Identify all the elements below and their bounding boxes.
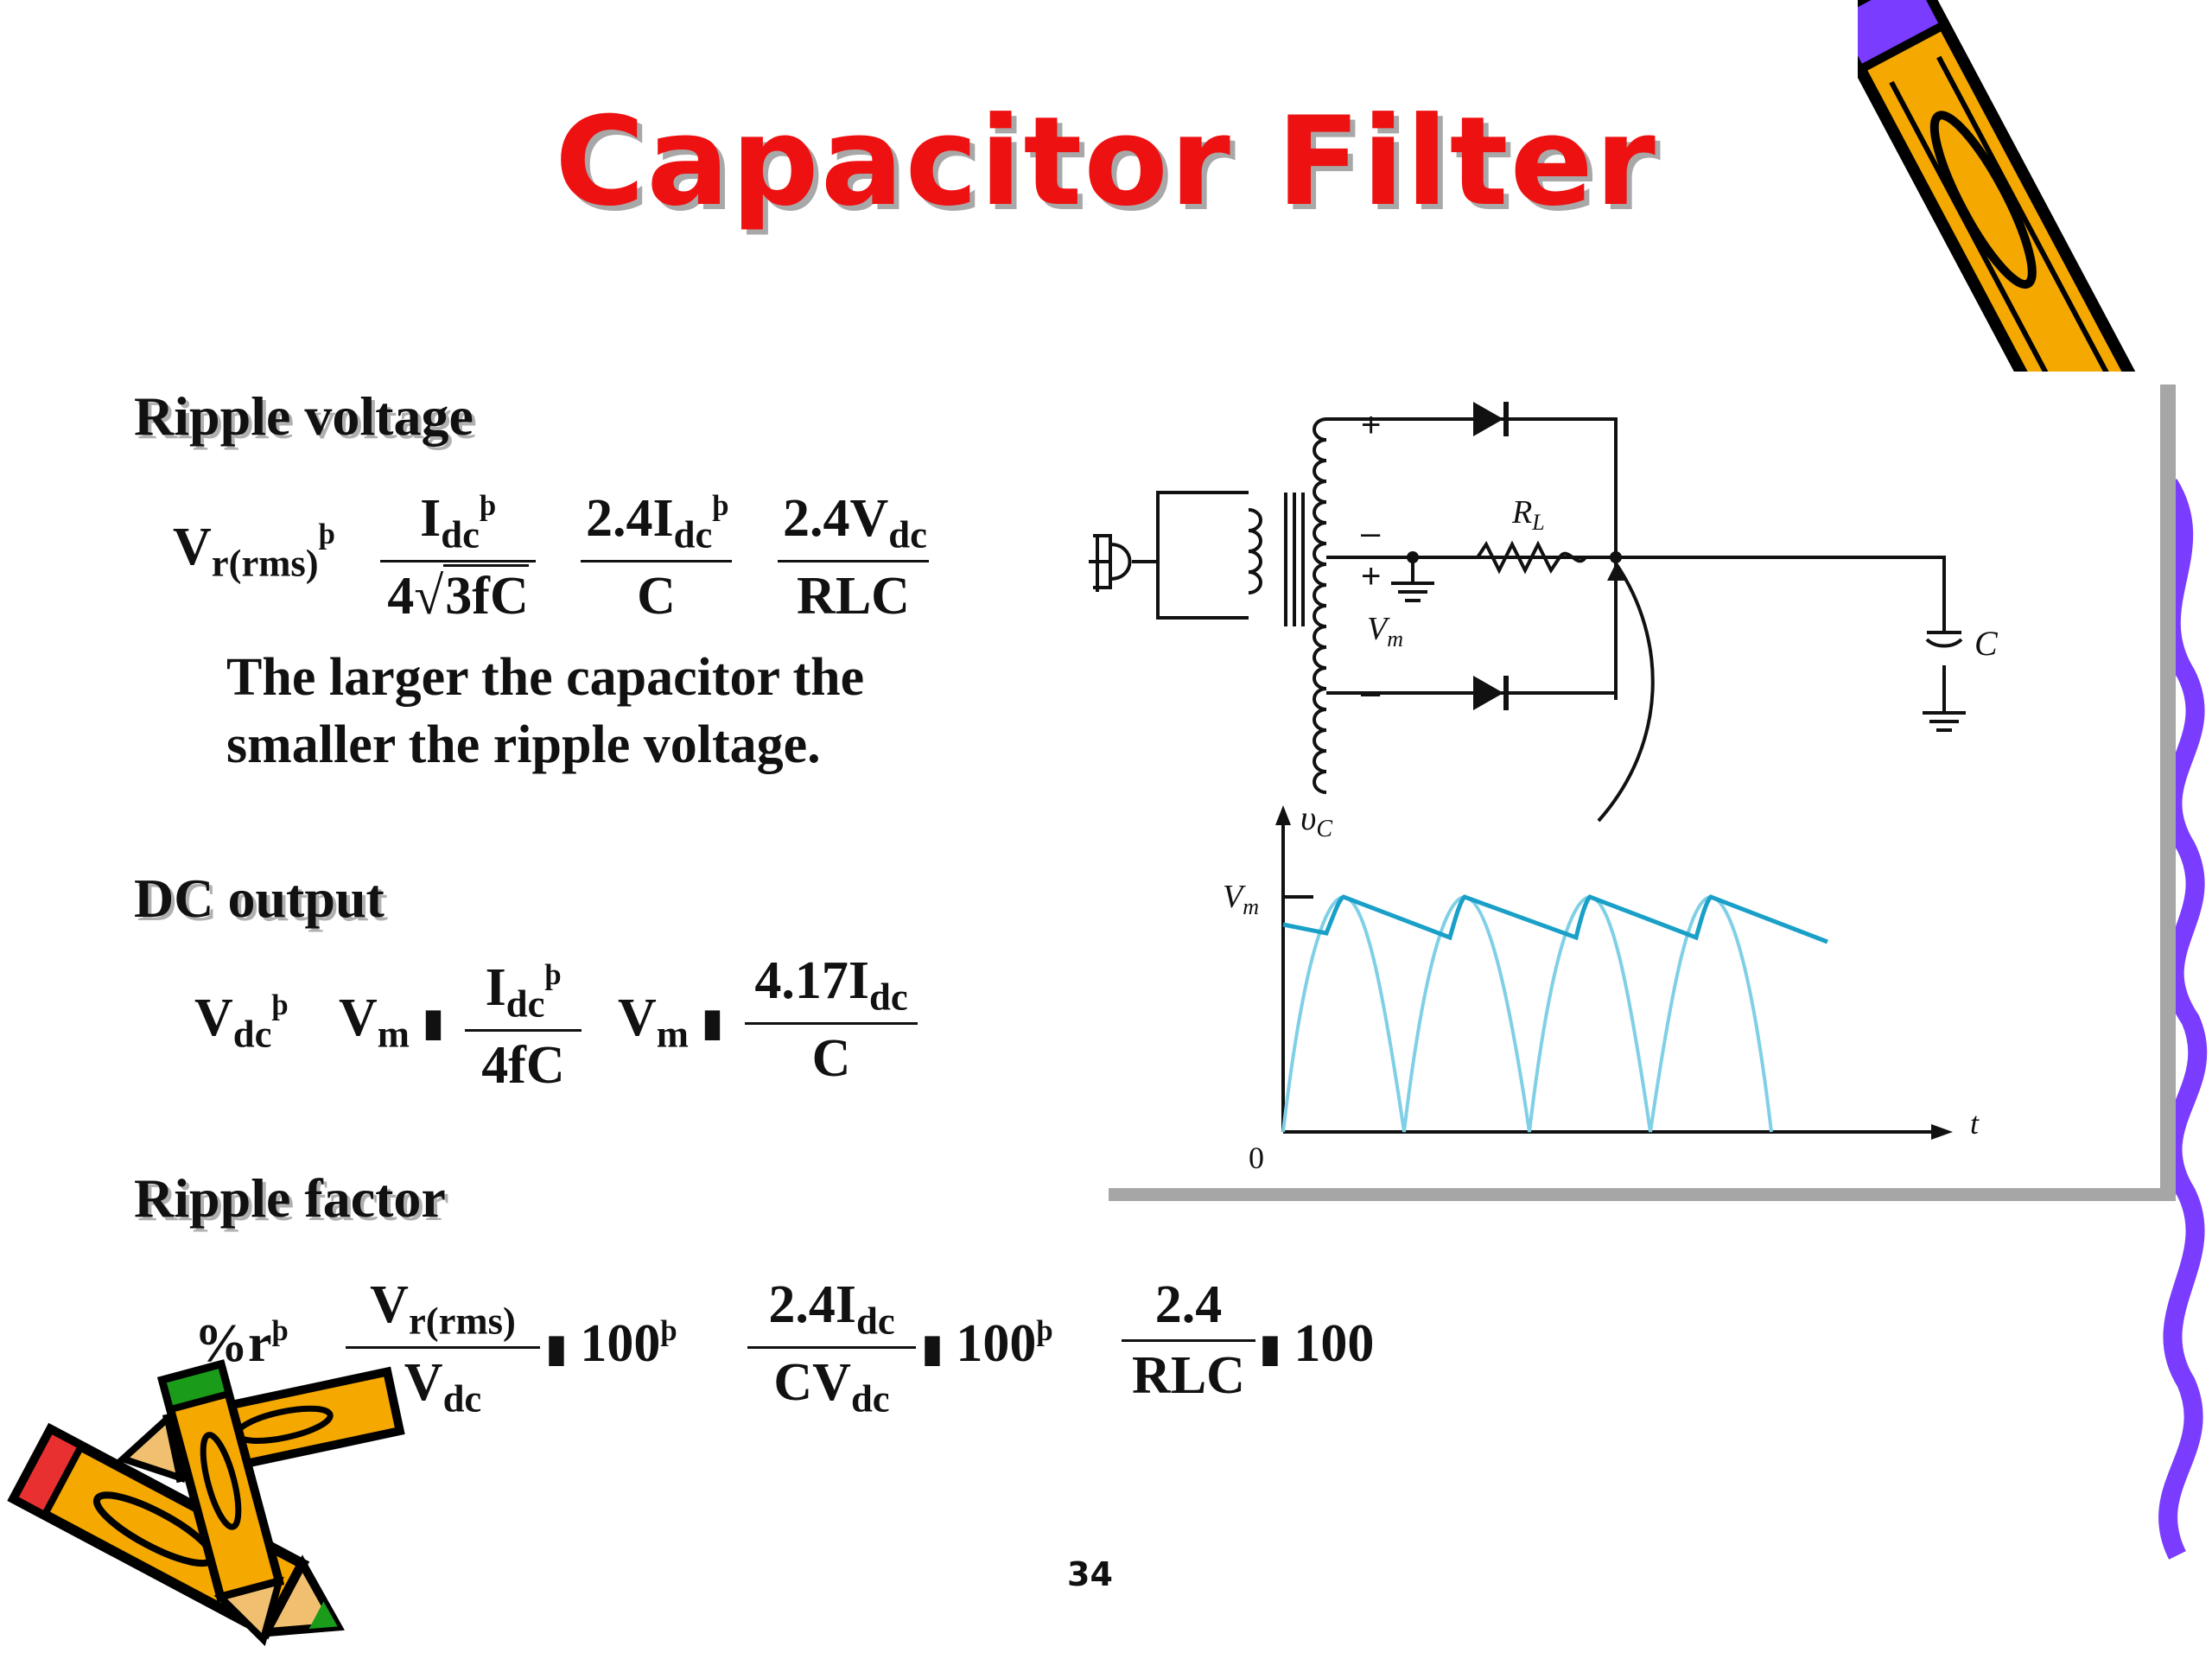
waveform-plot: υC Vm 0 t <box>1223 798 1980 1175</box>
diode-bottom-icon <box>1473 676 1509 710</box>
label-zero: 0 <box>1249 1141 1264 1175</box>
label-rl: RL <box>1511 494 1545 535</box>
eq-ripple-term2: 2.4Idcþ C <box>581 488 732 627</box>
eq-dc-lhs: Vdcþ <box>194 988 289 1056</box>
eq-ripple-term1: Idcþ 4√3fC <box>380 488 536 627</box>
circuit-diagram: + – + – Vm RL C υC Vm 0 t <box>1089 402 1999 1175</box>
ripple-note-line1: The larger the capacitor the <box>226 648 865 707</box>
filtered-wave <box>1282 894 1828 944</box>
eq-dc-vm1: Vm ▮ <box>339 988 444 1056</box>
eq-dc-term2: 4.17Idc C <box>745 950 918 1090</box>
eq-rf-mult1: ▮ 100þ <box>546 1314 677 1373</box>
eq-rf-mult2: ▮ 100þ <box>922 1314 1053 1373</box>
diode-top-icon <box>1473 402 1509 436</box>
decorative-pencils-left <box>7 1359 405 1647</box>
eq-ripple-lhs: Vr(rms)þ <box>173 518 335 585</box>
label-minus-mid: – <box>1361 514 1381 552</box>
slide-title: Capacitor Filter <box>555 91 1657 233</box>
resistor-rl <box>1413 540 1616 575</box>
eq-dc-vm2: Vm ▮ <box>618 988 723 1056</box>
secondary-coil <box>1313 417 1327 794</box>
ac-plug-icon <box>1089 534 1132 592</box>
label-c: C <box>1974 624 1999 663</box>
label-vm-secondary: Vm <box>1367 611 1403 652</box>
decorative-pencil-right <box>1858 0 2208 1560</box>
eq-rf-mult3: ▮ 100 <box>1260 1314 1375 1373</box>
ripple-note-line2: smaller the ripple voltage. <box>226 715 821 774</box>
eq-dc-term1: Idcþ 4fC <box>465 957 582 1096</box>
heading-dc-output: DC output <box>134 868 385 929</box>
heading-ripple-factor: Ripple factor <box>134 1167 446 1229</box>
label-vc: υC <box>1300 798 1332 842</box>
purple-squiggle-line <box>2158 479 2208 1560</box>
rectified-wave <box>1281 894 1773 1133</box>
eq-rf-lhs: %rþ <box>194 1314 289 1373</box>
eq-rf-term2: 2.4Idc CVdc <box>747 1274 916 1421</box>
primary-coil <box>1248 508 1262 594</box>
label-minus-bottom: – <box>1361 674 1381 712</box>
label-vm-axis: Vm <box>1223 879 1259 919</box>
heading-ripple-voltage: Ripple voltage <box>134 385 474 447</box>
eq-rf-term3: 2.4 RLC <box>1122 1274 1255 1407</box>
page-number: 34 <box>1067 1555 1113 1593</box>
label-plus-mid: + <box>1361 557 1381 595</box>
label-plus-top: + <box>1361 406 1381 444</box>
label-t: t <box>1970 1106 1980 1141</box>
eq-rf-term1: Vr(rms) Vdc <box>346 1274 540 1421</box>
eq-ripple-term3: 2.4Vdc RLC <box>778 488 929 627</box>
